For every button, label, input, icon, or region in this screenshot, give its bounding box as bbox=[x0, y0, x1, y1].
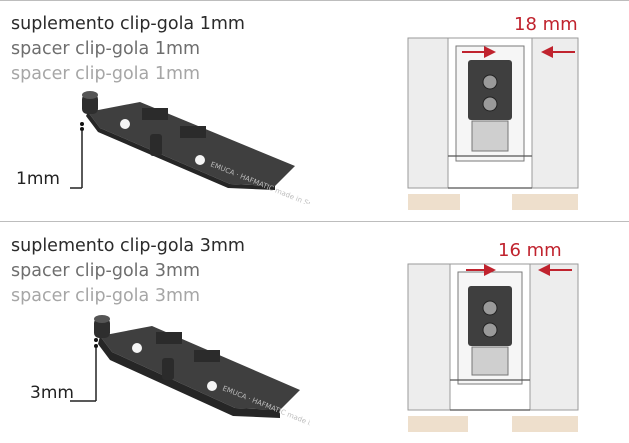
section-3mm: suplemento clip-gola 3mm spacer clip-gol… bbox=[0, 228, 629, 443]
title-alt: spacer clip-gola 3mm bbox=[11, 286, 201, 306]
top-divider bbox=[0, 0, 629, 1]
title-spanish: suplemento clip-gola 3mm bbox=[11, 236, 245, 256]
thickness-label: 1mm bbox=[16, 169, 60, 189]
section-1mm: suplemento clip-gola 1mm spacer clip-gol… bbox=[0, 6, 629, 221]
thickness-label: 3mm bbox=[30, 383, 74, 403]
spacer-clip-illustration: EMUCA · HAFMATIC made in Spain bbox=[70, 315, 310, 426]
title-alt: spacer clip-gola 1mm bbox=[11, 64, 201, 84]
title-english: spacer clip-gola 3mm bbox=[11, 261, 201, 281]
gola-profile-diagram bbox=[407, 37, 579, 210]
title-spanish: suplemento clip-gola 1mm bbox=[11, 14, 245, 34]
spacer-clip-illustration: EMUCA · HAFMATIC made in Spain bbox=[70, 91, 310, 204]
gap-dimension-label: 16 mm bbox=[498, 240, 562, 261]
title-english: spacer clip-gola 1mm bbox=[11, 39, 201, 59]
gap-dimension-label: 18 mm bbox=[514, 14, 578, 35]
gola-profile-diagram bbox=[407, 263, 579, 432]
section-divider bbox=[0, 221, 629, 222]
